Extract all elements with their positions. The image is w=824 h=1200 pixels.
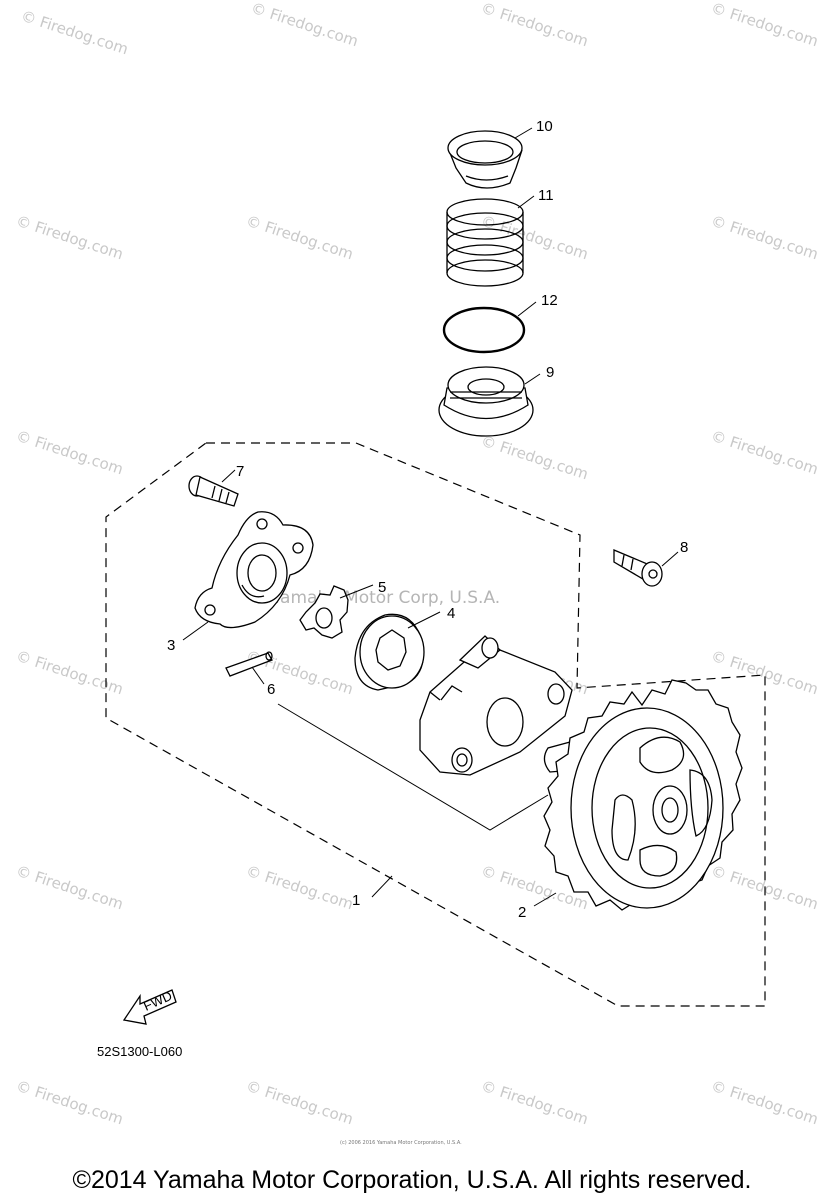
part-5-inner-rotor xyxy=(299,585,349,639)
copyright-footer: ©2014 Yamaha Motor Corporation, U.S.A. A… xyxy=(72,1166,752,1194)
part-4-outer-rotor xyxy=(354,613,425,691)
watermark: © Firedog.com xyxy=(479,1077,591,1129)
part-11-spring xyxy=(446,198,524,287)
assembly-outline xyxy=(105,442,766,1007)
fwd-arrow-icon: FWD xyxy=(122,988,177,1025)
diagram-code: 52S1300-L060 xyxy=(97,1044,182,1059)
part-9-plug xyxy=(438,366,534,437)
watermark: © Firedog.com xyxy=(14,862,126,914)
watermark: © Firedog.com xyxy=(479,432,591,484)
leader-assembly xyxy=(277,703,549,831)
watermark: © Firedog.com xyxy=(14,427,126,479)
part-8-screw xyxy=(613,549,663,587)
part-10-cap xyxy=(447,130,523,189)
pump-body xyxy=(419,635,573,776)
callout-4: 4 xyxy=(447,605,455,622)
watermark: © Firedog.com xyxy=(14,1077,126,1129)
callout-2: 2 xyxy=(518,904,526,921)
parts-diagram: © Firedog.com © Firedog.com © Firedog.co… xyxy=(14,0,821,1146)
callout-9: 9 xyxy=(546,364,554,381)
watermark: © Firedog.com xyxy=(19,7,131,59)
callout-7: 7 xyxy=(236,463,244,480)
watermark: © Firedog.com xyxy=(709,212,821,264)
watermark: © Firedog.com xyxy=(709,1077,821,1129)
watermark: © Firedog.com xyxy=(244,862,356,914)
leader-lines xyxy=(182,127,679,907)
callout-6: 6 xyxy=(267,681,275,698)
small-print: (c) 2006 2016 Yamaha Motor Corporation, … xyxy=(340,1140,462,1146)
watermark: © Firedog.com xyxy=(244,1077,356,1129)
part-7-screw xyxy=(188,475,239,507)
watermark: © Firedog.com xyxy=(479,212,591,264)
callout-labels: 1 2 3 4 5 6 7 8 9 10 11 12 xyxy=(167,118,688,921)
callout-1: 1 xyxy=(352,892,360,909)
callout-10: 10 xyxy=(536,118,553,135)
part-12-o-ring xyxy=(442,306,526,354)
part-2-driven-gear xyxy=(543,679,743,911)
watermark: © Firedog.com xyxy=(479,0,591,50)
watermark: © Firedog.com xyxy=(709,0,821,50)
watermark: © Firedog.com xyxy=(14,212,126,264)
watermark: © Firedog.com xyxy=(709,647,821,699)
callout-11: 11 xyxy=(538,187,554,204)
watermark: © Firedog.com xyxy=(244,212,356,264)
watermark: © Firedog.com xyxy=(249,0,361,50)
watermark: © Firedog.com xyxy=(709,427,821,479)
watermark: © Firedog.com xyxy=(244,647,356,699)
part-6-pin xyxy=(225,651,273,677)
watermark-layer: © Firedog.com © Firedog.com © Firedog.co… xyxy=(14,0,821,1128)
callout-12: 12 xyxy=(541,292,558,309)
callout-8: 8 xyxy=(680,539,688,556)
part-3-cover-plate xyxy=(194,511,314,629)
callout-5: 5 xyxy=(378,579,386,596)
callout-3: 3 xyxy=(167,637,175,654)
watermark: © Firedog.com xyxy=(14,647,126,699)
